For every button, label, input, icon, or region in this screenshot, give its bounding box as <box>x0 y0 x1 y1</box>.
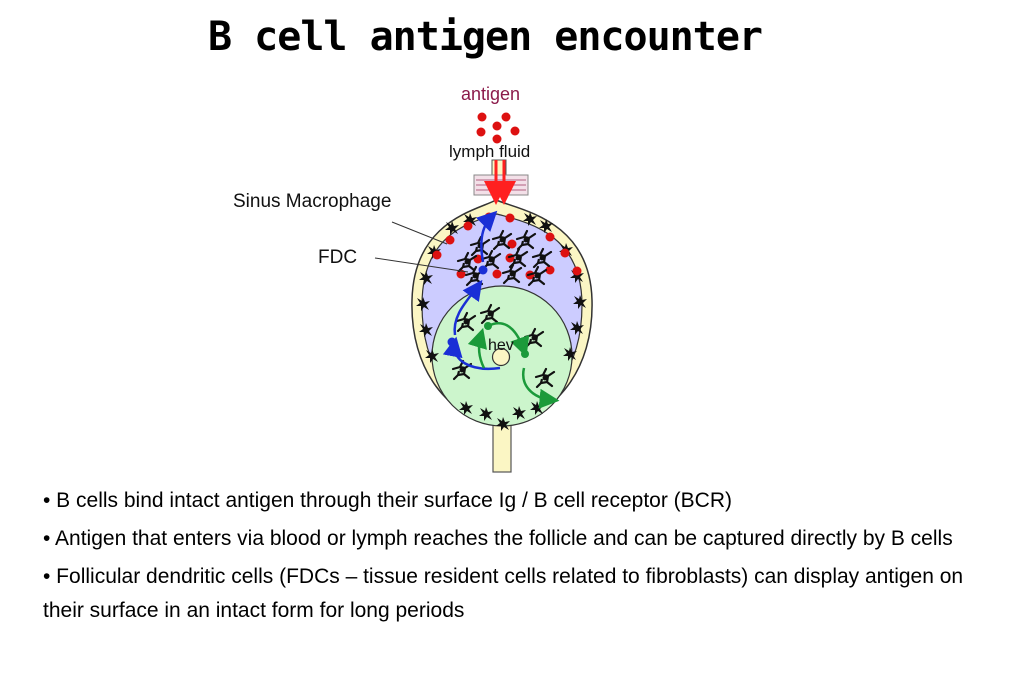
antigen-dot <box>492 121 502 131</box>
b-cell <box>478 265 488 275</box>
antigen-dot <box>477 112 487 122</box>
antigen-dot <box>492 134 502 144</box>
hev-vessel <box>491 347 511 367</box>
lymph-fluid-label: lymph fluid <box>449 142 531 161</box>
afferent-lymphatic <box>473 159 529 196</box>
antigen-dot <box>476 127 486 137</box>
antigen-particles <box>476 112 520 144</box>
sinus-macrophage-label: Sinus Macrophage <box>233 191 392 212</box>
antigen-label: antigen <box>461 84 521 104</box>
fdc-leader <box>374 257 469 273</box>
lymph-inflow-arrows <box>484 160 516 205</box>
bullet-item: • Antigen that enters via blood or lymph… <box>43 527 953 550</box>
b-cell-path <box>442 210 501 371</box>
hev-label: hev <box>488 337 514 354</box>
recirculating-cell <box>521 350 529 358</box>
sinus-macrophage-leader <box>391 221 448 245</box>
bullet-list: • B cells bind intact antigen through th… <box>43 484 993 632</box>
bullet-item: • B cells bind intact antigen through th… <box>43 489 733 512</box>
antigen-dot <box>510 126 520 136</box>
b-cell <box>447 337 457 347</box>
recirculating-cell <box>484 322 492 330</box>
fdc-label: FDC <box>318 247 358 268</box>
page-title: B cell antigen encounter <box>208 14 763 60</box>
antigen-dot <box>501 112 511 122</box>
bullet-item: • Follicular dendritic cells (FDCs – tis… <box>43 565 964 622</box>
